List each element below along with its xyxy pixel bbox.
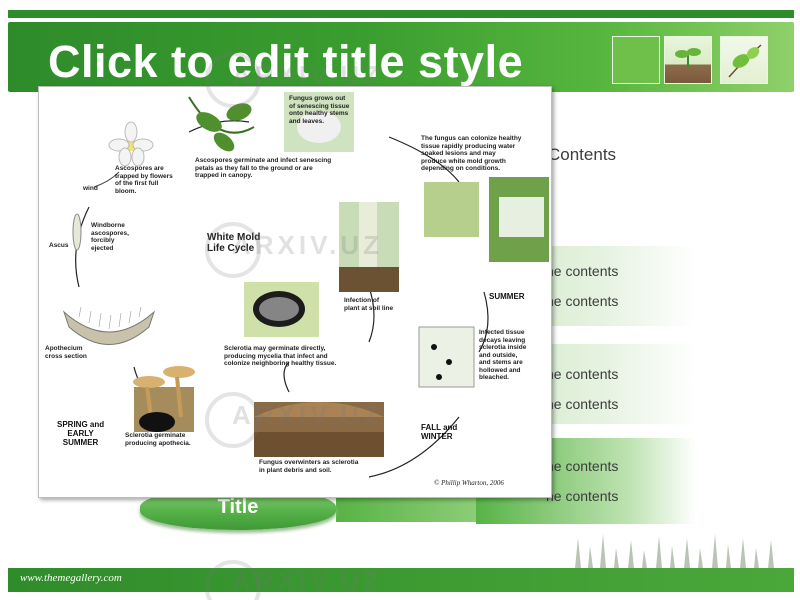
watermark-2: ARXIV.UZ (232, 230, 383, 260)
header-top-line (8, 10, 794, 18)
label-wind: wind (83, 185, 98, 192)
watermark-4: ARXIV.UZ (232, 566, 383, 596)
watermark-circle-2 (205, 222, 261, 278)
label-fungus-grows: Fungus grows out of senescing tissue ont… (289, 95, 350, 125)
label-colonize: The fungus can colonize healthy tissue r… (421, 135, 522, 172)
content-line-1[interactable]: he contents (546, 263, 619, 279)
footer-bar (8, 568, 794, 592)
label-overwinters: Fungus overwinters as sclerotia in plant… (259, 459, 359, 474)
label-sclerotia-directly: Sclerotia may germinate directly, produc… (224, 345, 337, 367)
header-thumbnail-sprout (664, 36, 712, 84)
label-ascus: Ascus (49, 242, 69, 249)
watermark-1: ARXIV.UZ (232, 60, 383, 90)
title-connector-bar (336, 496, 476, 522)
sprout-icon (675, 48, 701, 67)
season-summer: SUMMER (489, 292, 525, 301)
header-thumbnail-green (612, 36, 660, 84)
label-infected-tissue: Infected tissue decays leaving sclerotia… (479, 329, 527, 381)
title-pill-label[interactable]: Title (217, 496, 259, 518)
content-line-3[interactable]: he contents (546, 366, 619, 382)
content-line-2[interactable]: he contents (546, 293, 619, 309)
leaves-icon (728, 44, 762, 78)
label-ascospores-germinate: Ascospores germinate and infect senescin… (195, 157, 332, 179)
life-cycle-graphic (62, 92, 549, 478)
label-infection: Infection of plant at soil line (344, 297, 394, 312)
label-windborne: Windborne ascospores, forcibly ejected (91, 222, 129, 252)
content-line-4[interactable]: he contents (546, 396, 619, 412)
label-ascospores-trapped: Ascospores are trapped by flowers of the… (115, 165, 173, 195)
label-sclerotia-apothecia: Sclerotia germinate producing apothecia. (125, 432, 191, 447)
content-line-5[interactable]: he contents (546, 458, 619, 474)
label-apothecium: Apothecium cross section (45, 345, 87, 360)
watermark-circle-4 (205, 560, 261, 600)
contents-label[interactable]: Contents (548, 145, 617, 164)
diagram-credit: © Phillip Wharton, 2006 (434, 479, 504, 487)
grass-decoration-icon (575, 534, 774, 568)
slide-title[interactable]: Click to edit title style (48, 36, 524, 87)
header-thumbnail-leaves (720, 36, 768, 84)
footer-url: www.themegallery.com (20, 572, 122, 584)
watermark-3: ARXIV.UZ (232, 400, 383, 430)
season-fall-winter: FALL and WINTER (421, 423, 458, 441)
watermark-circle-3 (205, 392, 261, 448)
header-band (8, 22, 794, 92)
content-line-6[interactable]: he contents (546, 488, 619, 504)
season-spring: SPRING and EARLY SUMMER (57, 420, 105, 447)
white-mold-life-cycle-diagram[interactable]: Fungus grows out of senescing tissue ont… (38, 86, 552, 498)
watermark-circle-1 (205, 52, 261, 108)
flower-icon (108, 121, 154, 167)
